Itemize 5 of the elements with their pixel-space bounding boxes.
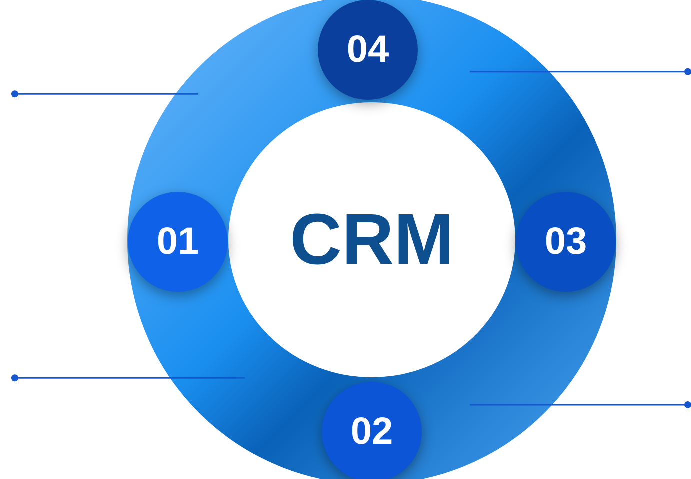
center-title: CRM: [290, 199, 454, 281]
leader-line: [470, 401, 691, 408]
leader-line: [12, 90, 198, 98]
leader-line: [12, 374, 246, 382]
leader-line: [470, 68, 691, 76]
